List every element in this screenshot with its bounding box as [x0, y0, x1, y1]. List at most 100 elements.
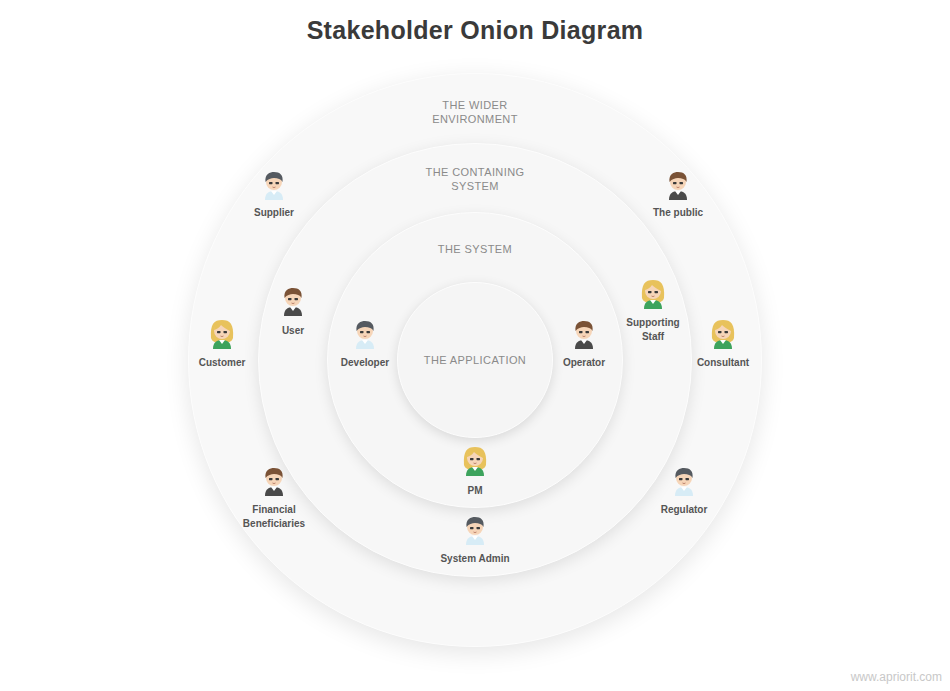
mouth [273, 187, 276, 189]
person-icon [466, 517, 484, 545]
eye [586, 331, 590, 333]
mouth [652, 296, 655, 298]
mouth [364, 336, 367, 338]
stakeholder-label: Developer [341, 356, 389, 370]
stakeholder-label: Supporting Staff [621, 316, 685, 344]
eye [686, 478, 690, 480]
eye [673, 182, 677, 184]
person-icon [265, 172, 283, 200]
eye [648, 291, 652, 293]
shirt [265, 487, 283, 496]
eye [470, 527, 474, 529]
eye [680, 182, 684, 184]
mouth [583, 336, 586, 338]
collar [472, 536, 478, 540]
face [645, 283, 661, 299]
collar [219, 340, 225, 344]
hair [669, 172, 686, 182]
person-icon [464, 447, 486, 476]
ring-label: THE WIDER ENVIRONMENT [420, 98, 530, 126]
eye [269, 182, 273, 184]
person-icon [712, 320, 734, 349]
shirt [466, 536, 484, 545]
eye [295, 298, 299, 300]
fringe [214, 322, 230, 331]
mouth [474, 463, 477, 465]
stakeholder-label: The public [653, 206, 703, 220]
shirt [356, 340, 374, 349]
eye [477, 527, 481, 529]
face [214, 323, 230, 339]
eye [269, 478, 273, 480]
hair [712, 320, 734, 343]
collar [290, 307, 296, 311]
stakeholder-label: Financial Beneficiaries [234, 503, 314, 531]
stakeholder-label: System Admin [440, 552, 509, 566]
eye [470, 458, 474, 460]
eye [276, 478, 280, 480]
eye [217, 331, 221, 333]
person-icon [642, 280, 664, 309]
stakeholder-label: User [282, 324, 304, 338]
eye [288, 298, 292, 300]
mouth [474, 532, 477, 534]
person-icon [211, 320, 233, 349]
stakeholder-label: Operator [563, 356, 605, 370]
face [467, 450, 483, 466]
ring-label: THE SYSTEM [415, 242, 535, 256]
person-icon [265, 468, 283, 496]
face [715, 323, 731, 339]
hair [284, 288, 301, 298]
shirt [669, 191, 687, 200]
stakeholder-label: Consultant [697, 356, 749, 370]
hair [466, 517, 483, 527]
collar [472, 467, 478, 471]
hair [575, 321, 592, 331]
person-icon [356, 321, 374, 349]
collar [271, 487, 277, 491]
ring-label: THE CONTAINING SYSTEM [415, 165, 535, 193]
eye [655, 291, 659, 293]
person-icon [575, 321, 593, 349]
onion-ring: THE CONTAINING SYSTEM THE SYSTEM THE APPLI… [258, 143, 692, 577]
collar [581, 340, 587, 344]
ring-label: THE APPLICATION [410, 353, 540, 367]
onion-ring: THE APPLICATION [397, 282, 553, 438]
eye [367, 331, 371, 333]
shirt [575, 340, 593, 349]
eye [477, 458, 481, 460]
stakeholder-label: Supplier [254, 206, 294, 220]
hair [211, 320, 233, 343]
collar [362, 340, 368, 344]
person-icon [284, 288, 302, 316]
eye [718, 331, 722, 333]
hair [464, 447, 486, 470]
diagram-title: Stakeholder Onion Diagram [0, 16, 950, 45]
hair [642, 280, 664, 303]
mouth [677, 187, 680, 189]
hair [675, 468, 692, 478]
hair [356, 321, 373, 331]
shirt [675, 487, 693, 496]
collar [720, 340, 726, 344]
hair [265, 468, 282, 478]
stakeholder-label: Customer [199, 356, 246, 370]
collar [650, 300, 656, 304]
mouth [292, 303, 295, 305]
fringe [715, 322, 731, 331]
shirt [714, 340, 732, 349]
fringe [467, 449, 483, 458]
collar [271, 191, 277, 195]
fringe [645, 282, 661, 291]
eye [224, 331, 228, 333]
mouth [273, 483, 276, 485]
shirt [213, 340, 231, 349]
mouth [722, 336, 725, 338]
mouth [221, 336, 224, 338]
shirt [284, 307, 302, 316]
collar [681, 487, 687, 491]
shirt [644, 300, 662, 309]
eye [725, 331, 729, 333]
stakeholder-label: Regulator [661, 503, 708, 517]
